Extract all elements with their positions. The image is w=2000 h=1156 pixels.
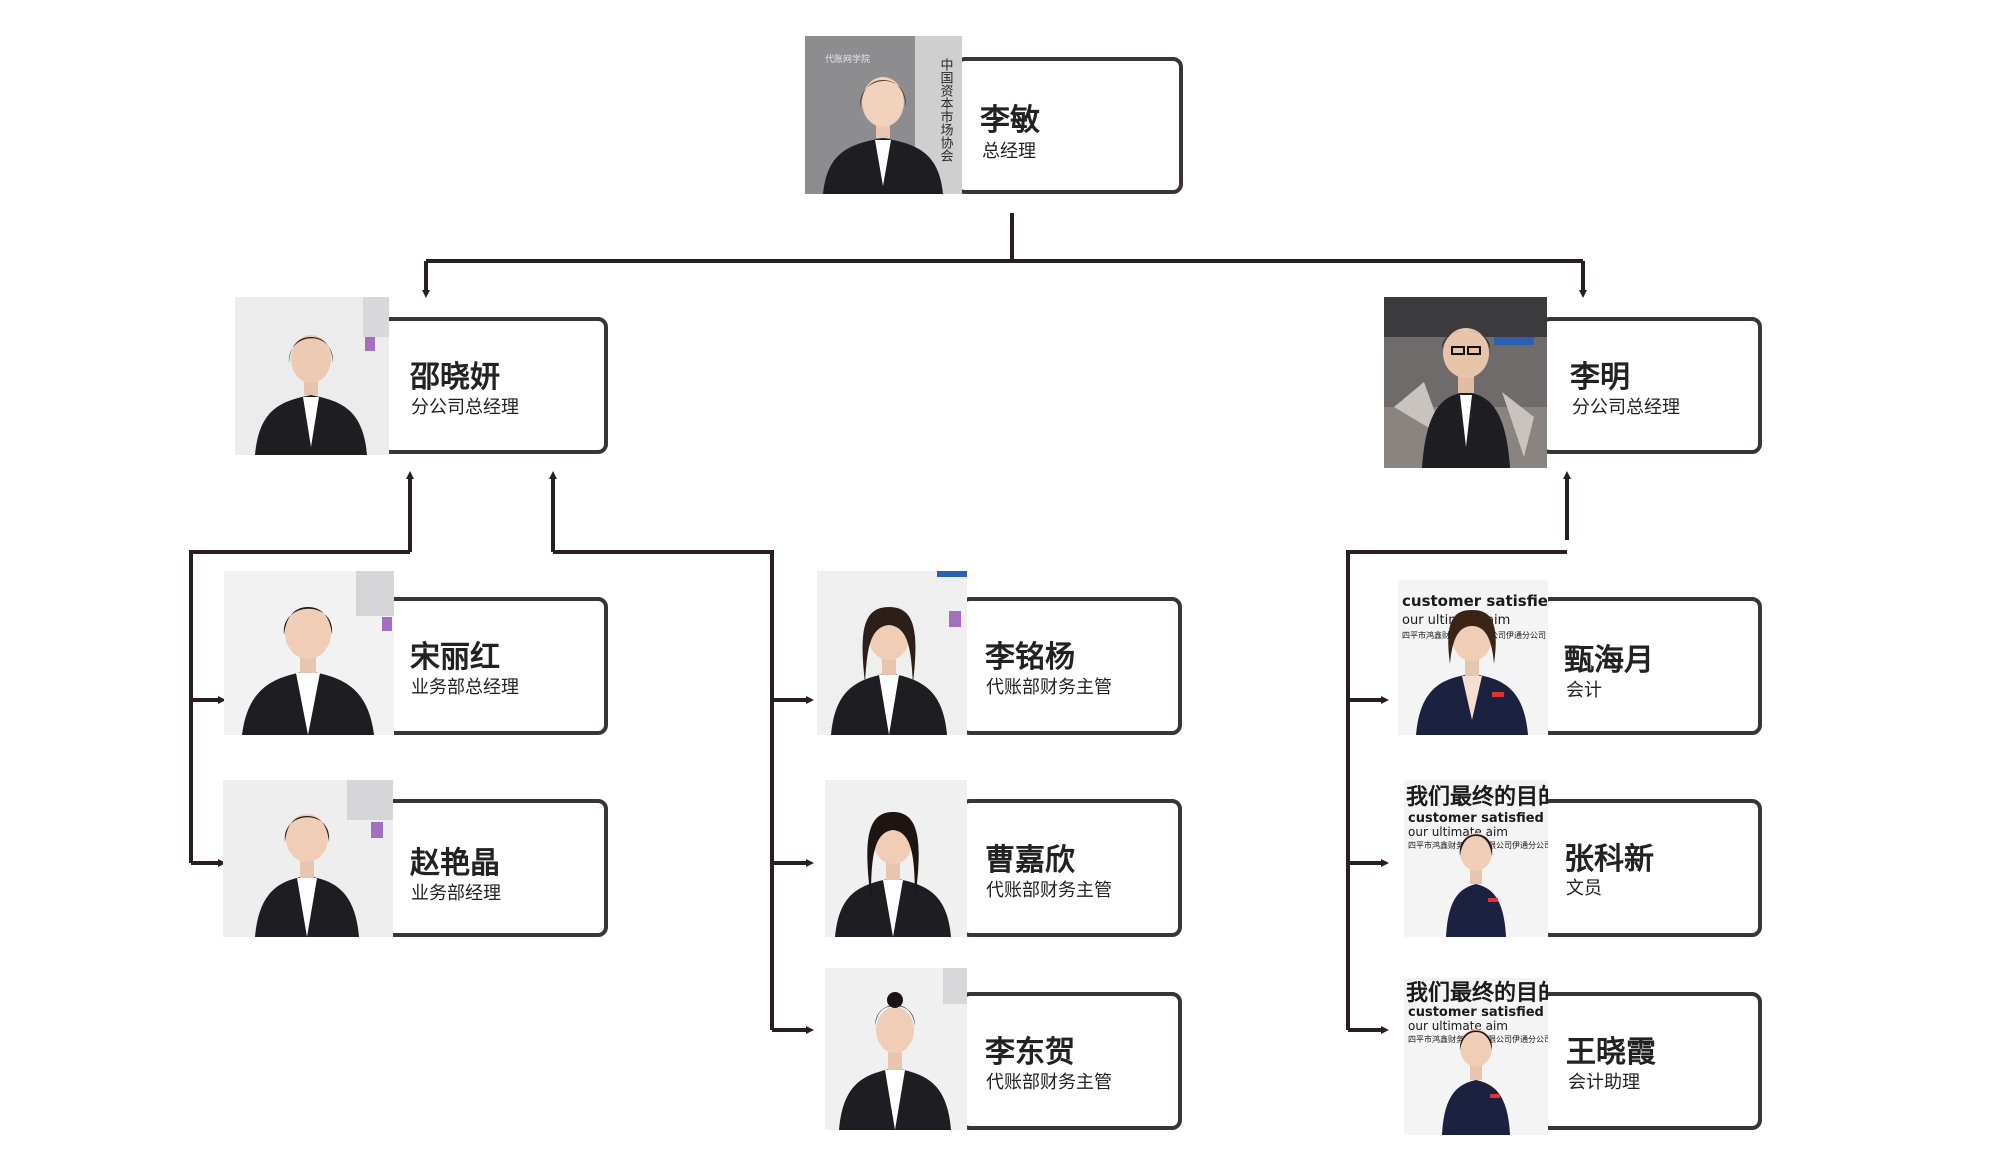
node-title-branch-left: 分公司总经理: [411, 397, 519, 418]
wang-wall-slogan-en: customer satisfied: [1408, 1005, 1544, 1020]
zhang-wall-slogan-en: customer satisfied: [1408, 811, 1544, 826]
node-name-zhao: 赵艳晶: [410, 846, 500, 881]
node-card-zhen[interactable]: [1540, 597, 1762, 735]
node-title-wang: 会计助理: [1568, 1072, 1640, 1093]
node-name-wang: 王晓霞: [1566, 1035, 1656, 1070]
node-name-zhen: 甄海月: [1564, 643, 1654, 678]
node-card-li-mingyang[interactable]: [960, 597, 1182, 735]
node-name-branch-left: 邵晓妍: [410, 360, 500, 395]
top-photo-vertical-text: 中国资本市场协会: [938, 58, 954, 162]
zhen-wall-slogan-en: customer satisfied: [1402, 592, 1548, 610]
zhang-wall-slogan-cn: 我们最终的目的: [1406, 784, 1548, 810]
connector-bookkeeping-trunk: [553, 550, 774, 1030]
node-title-branch-right: 分公司总经理: [1572, 397, 1680, 418]
photo-li-mingyang: [817, 571, 967, 735]
connector-business-trunk: [189, 550, 410, 863]
node-card-branch-left[interactable]: [376, 317, 608, 454]
node-title-li-donghe: 代账部财务主管: [986, 1072, 1112, 1093]
top-photo-logo: 代账网学院: [825, 53, 870, 65]
node-card-li-donghe[interactable]: [960, 992, 1182, 1130]
wang-wall-aim-en: our ultimate aim: [1408, 1019, 1508, 1033]
node-title-top: 总经理: [982, 141, 1036, 162]
node-title-zhen: 会计: [1566, 680, 1602, 701]
node-card-top[interactable]: [955, 57, 1183, 194]
node-title-song: 业务部总经理: [411, 677, 519, 698]
photo-top: 代账网学院 中国资本市场协会: [805, 36, 962, 194]
photo-song: [224, 571, 394, 735]
photo-wang: 我们最终的目的 customer satisfied our ultimate …: [1404, 978, 1548, 1135]
node-name-li-mingyang: 李铭杨: [985, 640, 1075, 675]
photo-cao: [825, 780, 967, 937]
node-name-song: 宋丽红: [410, 640, 500, 675]
node-card-song[interactable]: [384, 597, 608, 735]
node-name-cao: 曹嘉欣: [985, 843, 1075, 878]
photo-zhao: [223, 780, 393, 937]
photo-branch-right: [1384, 297, 1547, 468]
node-card-zhao[interactable]: [384, 799, 608, 937]
node-name-li-donghe: 李东贺: [985, 1035, 1075, 1070]
node-name-zhang: 张科新: [1564, 842, 1654, 877]
photo-li-donghe: [825, 968, 967, 1130]
node-card-cao[interactable]: [960, 799, 1182, 937]
node-name-top: 李敏: [980, 103, 1040, 138]
node-title-li-mingyang: 代账部财务主管: [986, 677, 1112, 698]
zhang-wall-aim-en: our ultimate aim: [1408, 825, 1508, 839]
node-card-wang[interactable]: [1540, 992, 1762, 1130]
photo-branch-left: [235, 297, 389, 455]
node-name-branch-right: 李明: [1570, 360, 1630, 395]
node-title-zhao: 业务部经理: [411, 883, 501, 904]
photo-zhen: customer satisfied our ultimate aim 四平市鸿…: [1398, 580, 1548, 735]
node-title-cao: 代账部财务主管: [986, 880, 1112, 901]
wang-wall-slogan-cn: 我们最终的目的: [1406, 980, 1548, 1006]
node-title-zhang: 文员: [1566, 878, 1602, 899]
photo-zhang: 我们最终的目的 customer satisfied our ultimate …: [1404, 780, 1548, 937]
connector-right-trunk: [1346, 550, 1567, 1030]
